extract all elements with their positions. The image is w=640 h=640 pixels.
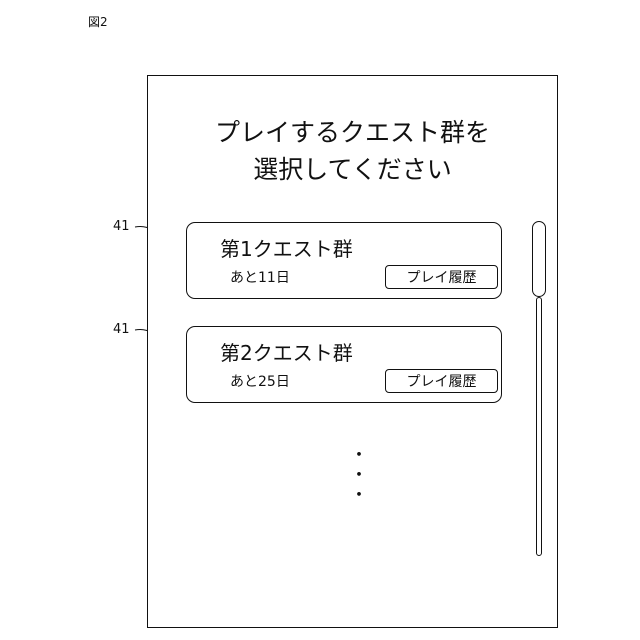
quest-group-title: 第1クエスト群 <box>220 233 353 262</box>
quest-group-card-2[interactable]: 第2クエスト群 あと25日 プレイ履歴 <box>186 326 502 403</box>
play-history-button[interactable]: プレイ履歴 <box>385 369 498 393</box>
more-dot: ・ <box>350 466 368 486</box>
device-screen: プレイするクエスト群を 選択してください 第1クエスト群 あと11日 プレイ履歴… <box>147 75 558 628</box>
screen-title-line-2: 選択してください <box>148 151 557 188</box>
ref-label-card-1: 41 <box>113 219 130 234</box>
quest-group-title: 第2クエスト群 <box>220 337 353 366</box>
quest-group-remaining-days: あと25日 <box>230 371 290 391</box>
more-items-indicator: ・ ・ ・ <box>350 446 368 506</box>
more-dot: ・ <box>350 446 368 466</box>
play-history-button[interactable]: プレイ履歴 <box>385 265 498 289</box>
quest-group-card-1[interactable]: 第1クエスト群 あと11日 プレイ履歴 <box>186 222 502 299</box>
scrollbar-thumb[interactable] <box>532 221 546 297</box>
scrollbar-track[interactable] <box>536 297 542 556</box>
more-dot: ・ <box>350 486 368 506</box>
quest-group-remaining-days: あと11日 <box>230 267 290 287</box>
screen-title-line-1: プレイするクエスト群を <box>148 114 557 151</box>
ref-label-card-2: 41 <box>113 322 130 337</box>
screen-title: プレイするクエスト群を 選択してください <box>148 114 557 188</box>
scrollbar[interactable] <box>532 221 546 556</box>
